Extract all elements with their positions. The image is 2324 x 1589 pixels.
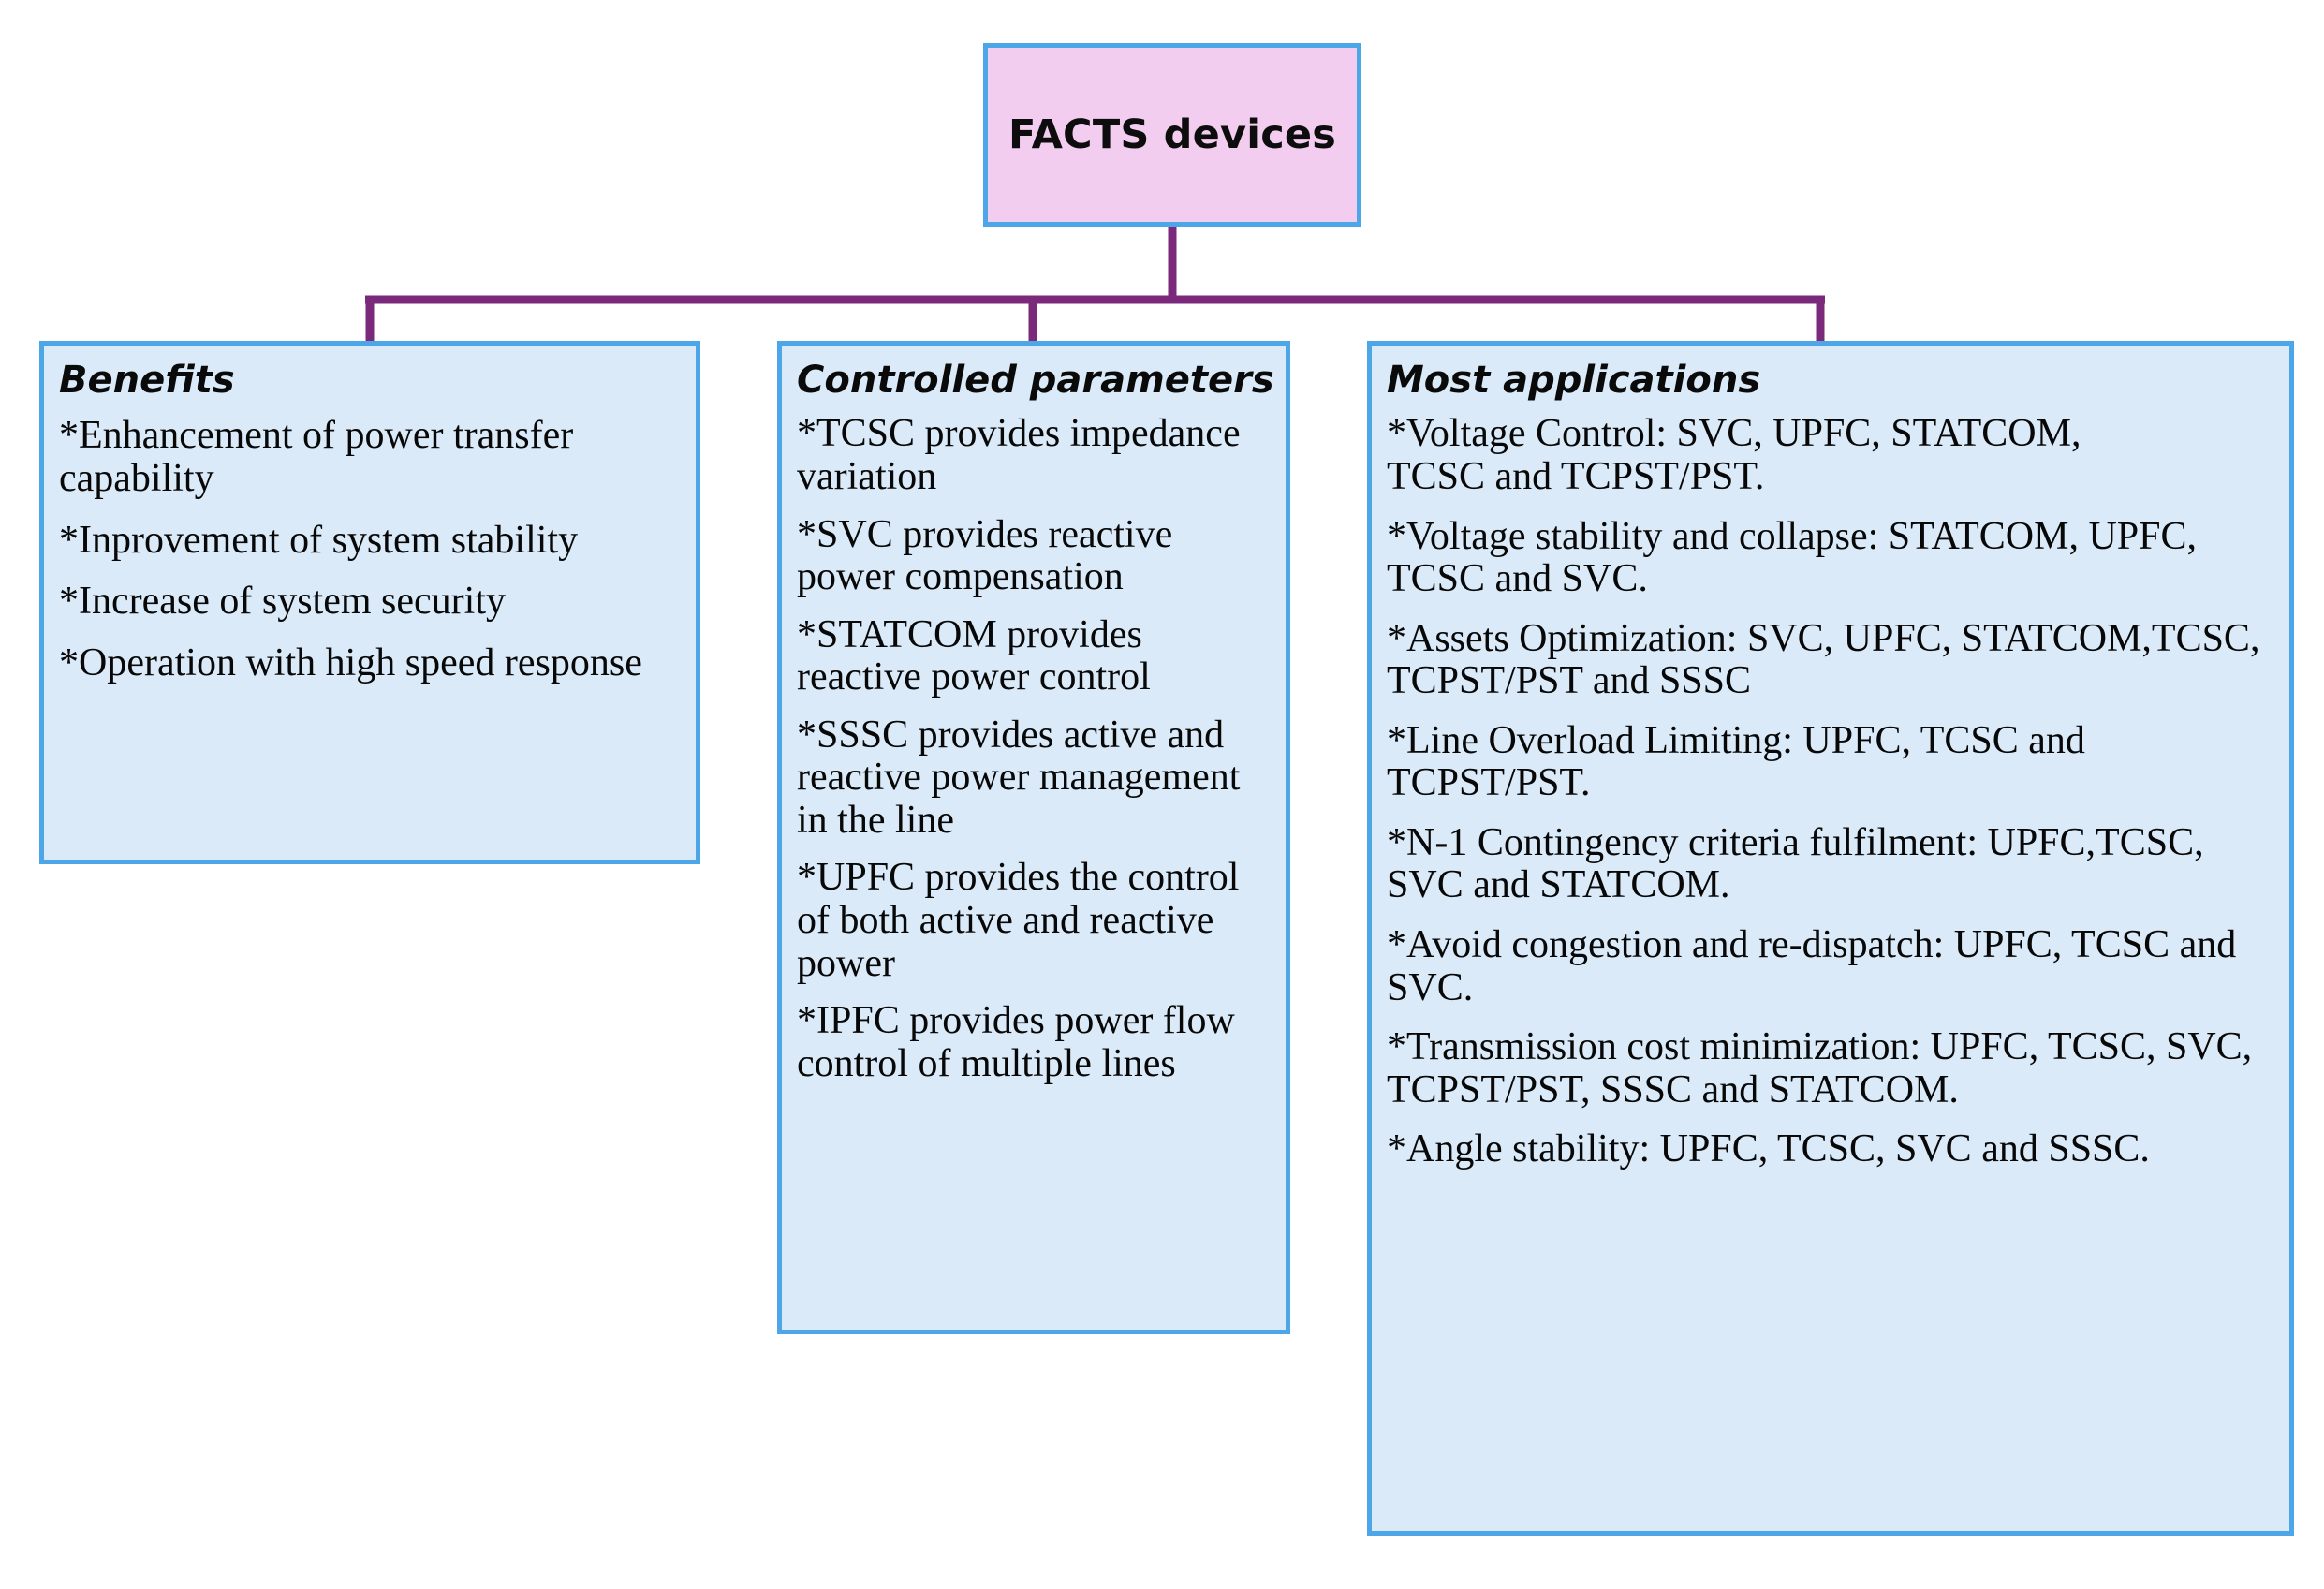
list-item: *Increase of system security <box>59 580 506 624</box>
list-item: *Avoid congestion and re-dispatch: UPFC,… <box>1387 923 2237 1009</box>
list-item: *Transmission cost minimization: UPFC, T… <box>1387 1025 2253 1111</box>
list-item: *Voltage Control: SVC, UPFC, STATCOM, TC… <box>1387 412 2081 498</box>
list-item: *Line Overload Limiting: UPFC, TCSC and … <box>1387 718 2085 805</box>
node-most-applications[interactable]: Most applications *Voltage Control: SVC,… <box>1367 341 2294 1536</box>
list-item: *Angle stability: UPFC, TCSC, SVC and SS… <box>1387 1127 2150 1171</box>
list-item: *TCSC provides impedance variation <box>797 412 1241 498</box>
list-item: *Inprovement of system stability <box>59 518 579 562</box>
list-item: *IPFC provides power flow control of mul… <box>797 999 1235 1085</box>
root-node-title: FACTS devices <box>1008 111 1337 158</box>
most-applications-list: *Voltage Control: SVC, UPFC, STATCOM, TC… <box>1387 413 2276 1170</box>
list-item: *UPFC provides the control of both activ… <box>797 856 1240 985</box>
node-benefits[interactable]: Benefits *Enhancement of power transfer … <box>39 341 700 864</box>
benefits-list: *Enhancement of power transfer capabilit… <box>59 415 683 684</box>
list-item: *SVC provides reactive power compensatio… <box>797 512 1173 599</box>
benefits-heading: Benefits <box>59 359 235 402</box>
root-node-facts-devices[interactable]: FACTS devices <box>983 43 1361 227</box>
list-item: *Enhancement of power transfer capabilit… <box>59 414 574 500</box>
list-item: *N-1 Contingency criteria fulfilment: UP… <box>1387 820 2204 907</box>
list-item: *SSSC provides active and reactive power… <box>797 713 1241 842</box>
list-item: *Assets Optimization: SVC, UPFC, STATCOM… <box>1387 616 2260 703</box>
controlled-parameters-list: *TCSC provides impedance variation *SVC … <box>797 413 1272 1085</box>
controlled-parameters-heading: Controlled parameters <box>797 359 1274 402</box>
list-item: *Operation with high speed response <box>59 640 642 684</box>
list-item: *Voltage stability and collapse: STATCOM… <box>1387 514 2198 601</box>
node-controlled-parameters[interactable]: Controlled parameters *TCSC provides imp… <box>777 341 1290 1334</box>
list-item: *STATCOM provides reactive power control <box>797 612 1151 699</box>
most-applications-heading: Most applications <box>1387 359 1761 402</box>
